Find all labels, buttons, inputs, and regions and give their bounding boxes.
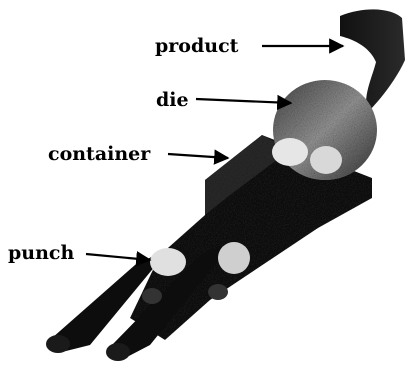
container-label: container bbox=[48, 143, 151, 165]
container-arrow bbox=[168, 154, 228, 158]
punch-shape bbox=[46, 240, 250, 361]
die-label: die bbox=[156, 89, 189, 111]
punch-label: punch bbox=[8, 242, 74, 264]
product-label: product bbox=[155, 35, 239, 57]
punch-arrow bbox=[86, 254, 150, 260]
die-shape bbox=[272, 80, 377, 180]
die-arrow bbox=[196, 99, 291, 103]
